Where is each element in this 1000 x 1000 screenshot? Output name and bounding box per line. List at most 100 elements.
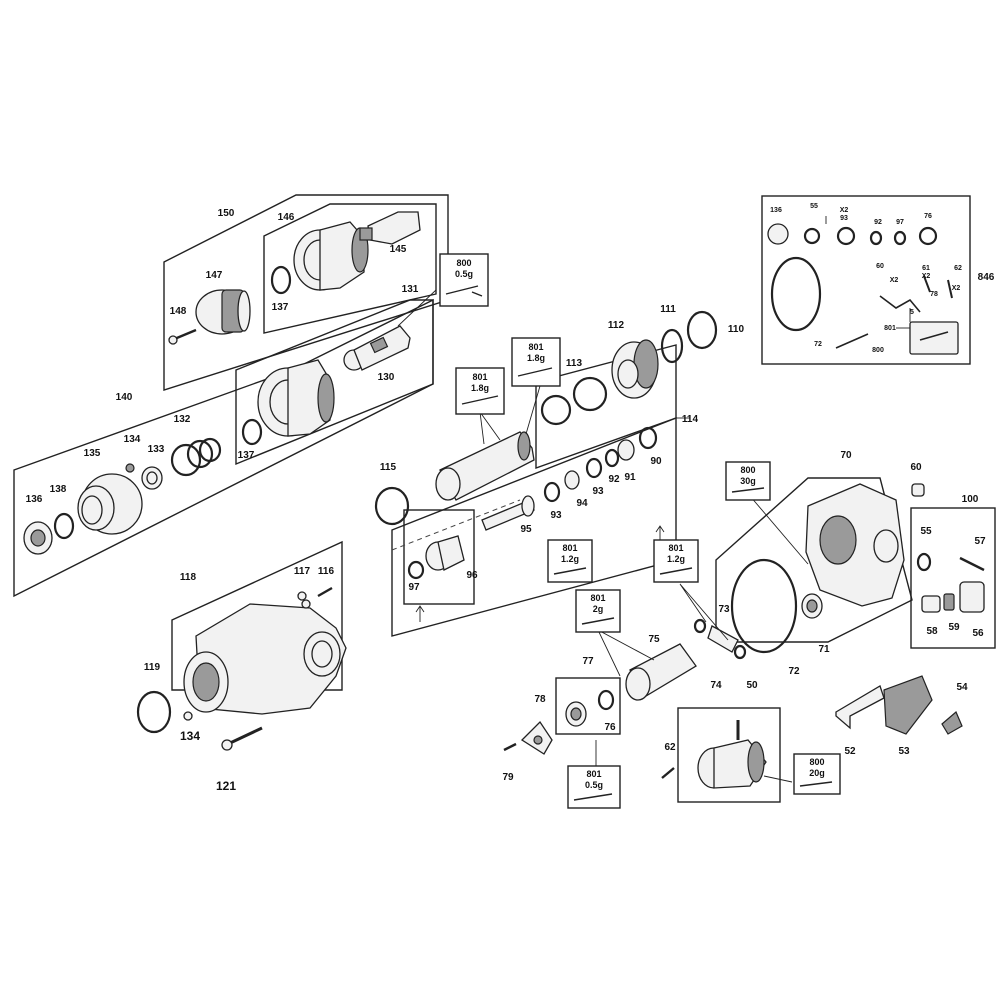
grease-amount: 20g [809, 768, 825, 778]
label-137-upper: 137 [272, 302, 289, 313]
grease-code: 800 [456, 258, 471, 268]
part-147-chuck [195, 289, 251, 335]
label-inset-61: 61 [922, 265, 930, 272]
part-111-ring [660, 328, 684, 364]
grease-code: 801 [472, 372, 487, 382]
label-inset-x2-61: X2 [922, 273, 931, 280]
label-91: 91 [624, 472, 636, 483]
label-134-upper: 134 [124, 434, 141, 445]
label-59: 59 [948, 622, 960, 633]
label-116: 116 [318, 566, 335, 577]
part-96-piston [425, 535, 465, 571]
part-71-bearing [801, 593, 823, 619]
label-57: 57 [974, 536, 986, 547]
part-53-switch-housing [883, 675, 933, 735]
label-132: 132 [174, 414, 191, 425]
part-piston-cylinder [435, 431, 535, 501]
label-53: 53 [898, 746, 910, 757]
label-97: 97 [408, 582, 420, 593]
part-133-washer [141, 466, 163, 490]
label-110: 110 [728, 324, 745, 335]
label-inset-x2-top: X2 [840, 207, 849, 214]
part-55-ring [916, 552, 932, 572]
label-76: 76 [604, 722, 616, 733]
label-93-left: 93 [550, 510, 562, 521]
part-119-ring [136, 690, 172, 734]
label-114: 114 [682, 414, 699, 425]
part-73-74-pin [693, 618, 747, 660]
part-72-o-ring [730, 558, 798, 654]
frame-131 [235, 299, 434, 466]
label-148: 148 [170, 306, 187, 317]
label-138: 138 [50, 484, 67, 495]
label-100: 100 [962, 494, 979, 505]
frame-50 [677, 707, 781, 803]
label-inset-60: 60 [876, 263, 884, 270]
frame-846 [761, 195, 971, 365]
part-117-screws [297, 591, 311, 609]
part-97-ring [407, 560, 425, 580]
label-111: 111 [660, 304, 676, 315]
grease-box-g6: 801 1.2g [653, 539, 699, 583]
label-130: 130 [378, 372, 395, 383]
part-136-cap [23, 521, 53, 555]
label-inset-62: 62 [954, 265, 962, 272]
label-75: 75 [648, 634, 660, 645]
grease-amount: 30g [740, 476, 756, 486]
label-94: 94 [576, 498, 588, 509]
grease-box-g2: 801 1.8g [511, 337, 561, 387]
part-116-screw [317, 586, 333, 598]
inset-846-parts [767, 223, 959, 355]
label-55: 55 [920, 526, 932, 537]
label-inset-76: 76 [924, 213, 932, 220]
part-145-bit-holder [359, 211, 421, 245]
label-inset-55: 55 [810, 203, 818, 210]
part-130-adapter [343, 325, 411, 371]
label-93-right: 93 [592, 486, 604, 497]
label-90: 90 [650, 456, 662, 467]
part-number-labels: 150 146 145 147 148 137 131 130 140 132 … [26, 203, 995, 793]
grease-code: 801 [590, 593, 605, 603]
label-133: 133 [148, 444, 165, 455]
label-77: 77 [582, 656, 594, 667]
grease-code: 801 [668, 543, 683, 553]
label-inset-72: 72 [814, 341, 822, 348]
part-134-ball-upper [125, 463, 135, 473]
part-76-ring [597, 689, 615, 711]
grease-amount: 0.5g [455, 269, 473, 279]
label-118: 118 [180, 572, 197, 583]
grease-amount: 1.2g [561, 554, 579, 564]
part-135-collar [77, 473, 143, 535]
label-inset-97: 97 [896, 219, 904, 226]
label-119: 119 [144, 662, 161, 673]
grease-amount: 1.2g [667, 554, 685, 564]
label-70: 70 [840, 450, 852, 461]
part-146-sleeve [293, 221, 369, 291]
label-78: 78 [534, 694, 546, 705]
grease-code: 801 [562, 543, 577, 553]
label-113: 113 [566, 358, 583, 369]
part-77-bearing [565, 701, 587, 727]
part-110-ring [686, 310, 718, 350]
grease-box-g7: 801 2g [575, 589, 621, 633]
label-52: 52 [844, 746, 856, 757]
label-134-lower: 134 [180, 729, 200, 743]
label-71: 71 [818, 644, 830, 655]
grease-code: 801 [528, 342, 543, 352]
frame-118 [171, 540, 343, 691]
label-inset-92: 92 [874, 219, 882, 226]
label-846: 846 [978, 272, 995, 283]
arrow-up-96 [415, 605, 425, 622]
label-150: 150 [218, 208, 235, 219]
part-112-gear [611, 339, 659, 399]
grease-amount: 1.8g [527, 353, 545, 363]
part-95-striker [481, 495, 535, 531]
label-117: 117 [294, 566, 311, 577]
grease-code: 801 [586, 769, 601, 779]
label-56: 56 [972, 628, 984, 639]
grease-code: 800 [740, 465, 755, 475]
part-118-front-housing [183, 603, 347, 715]
part-60-bushing [911, 483, 925, 497]
label-inset-5: 5 [910, 309, 914, 316]
